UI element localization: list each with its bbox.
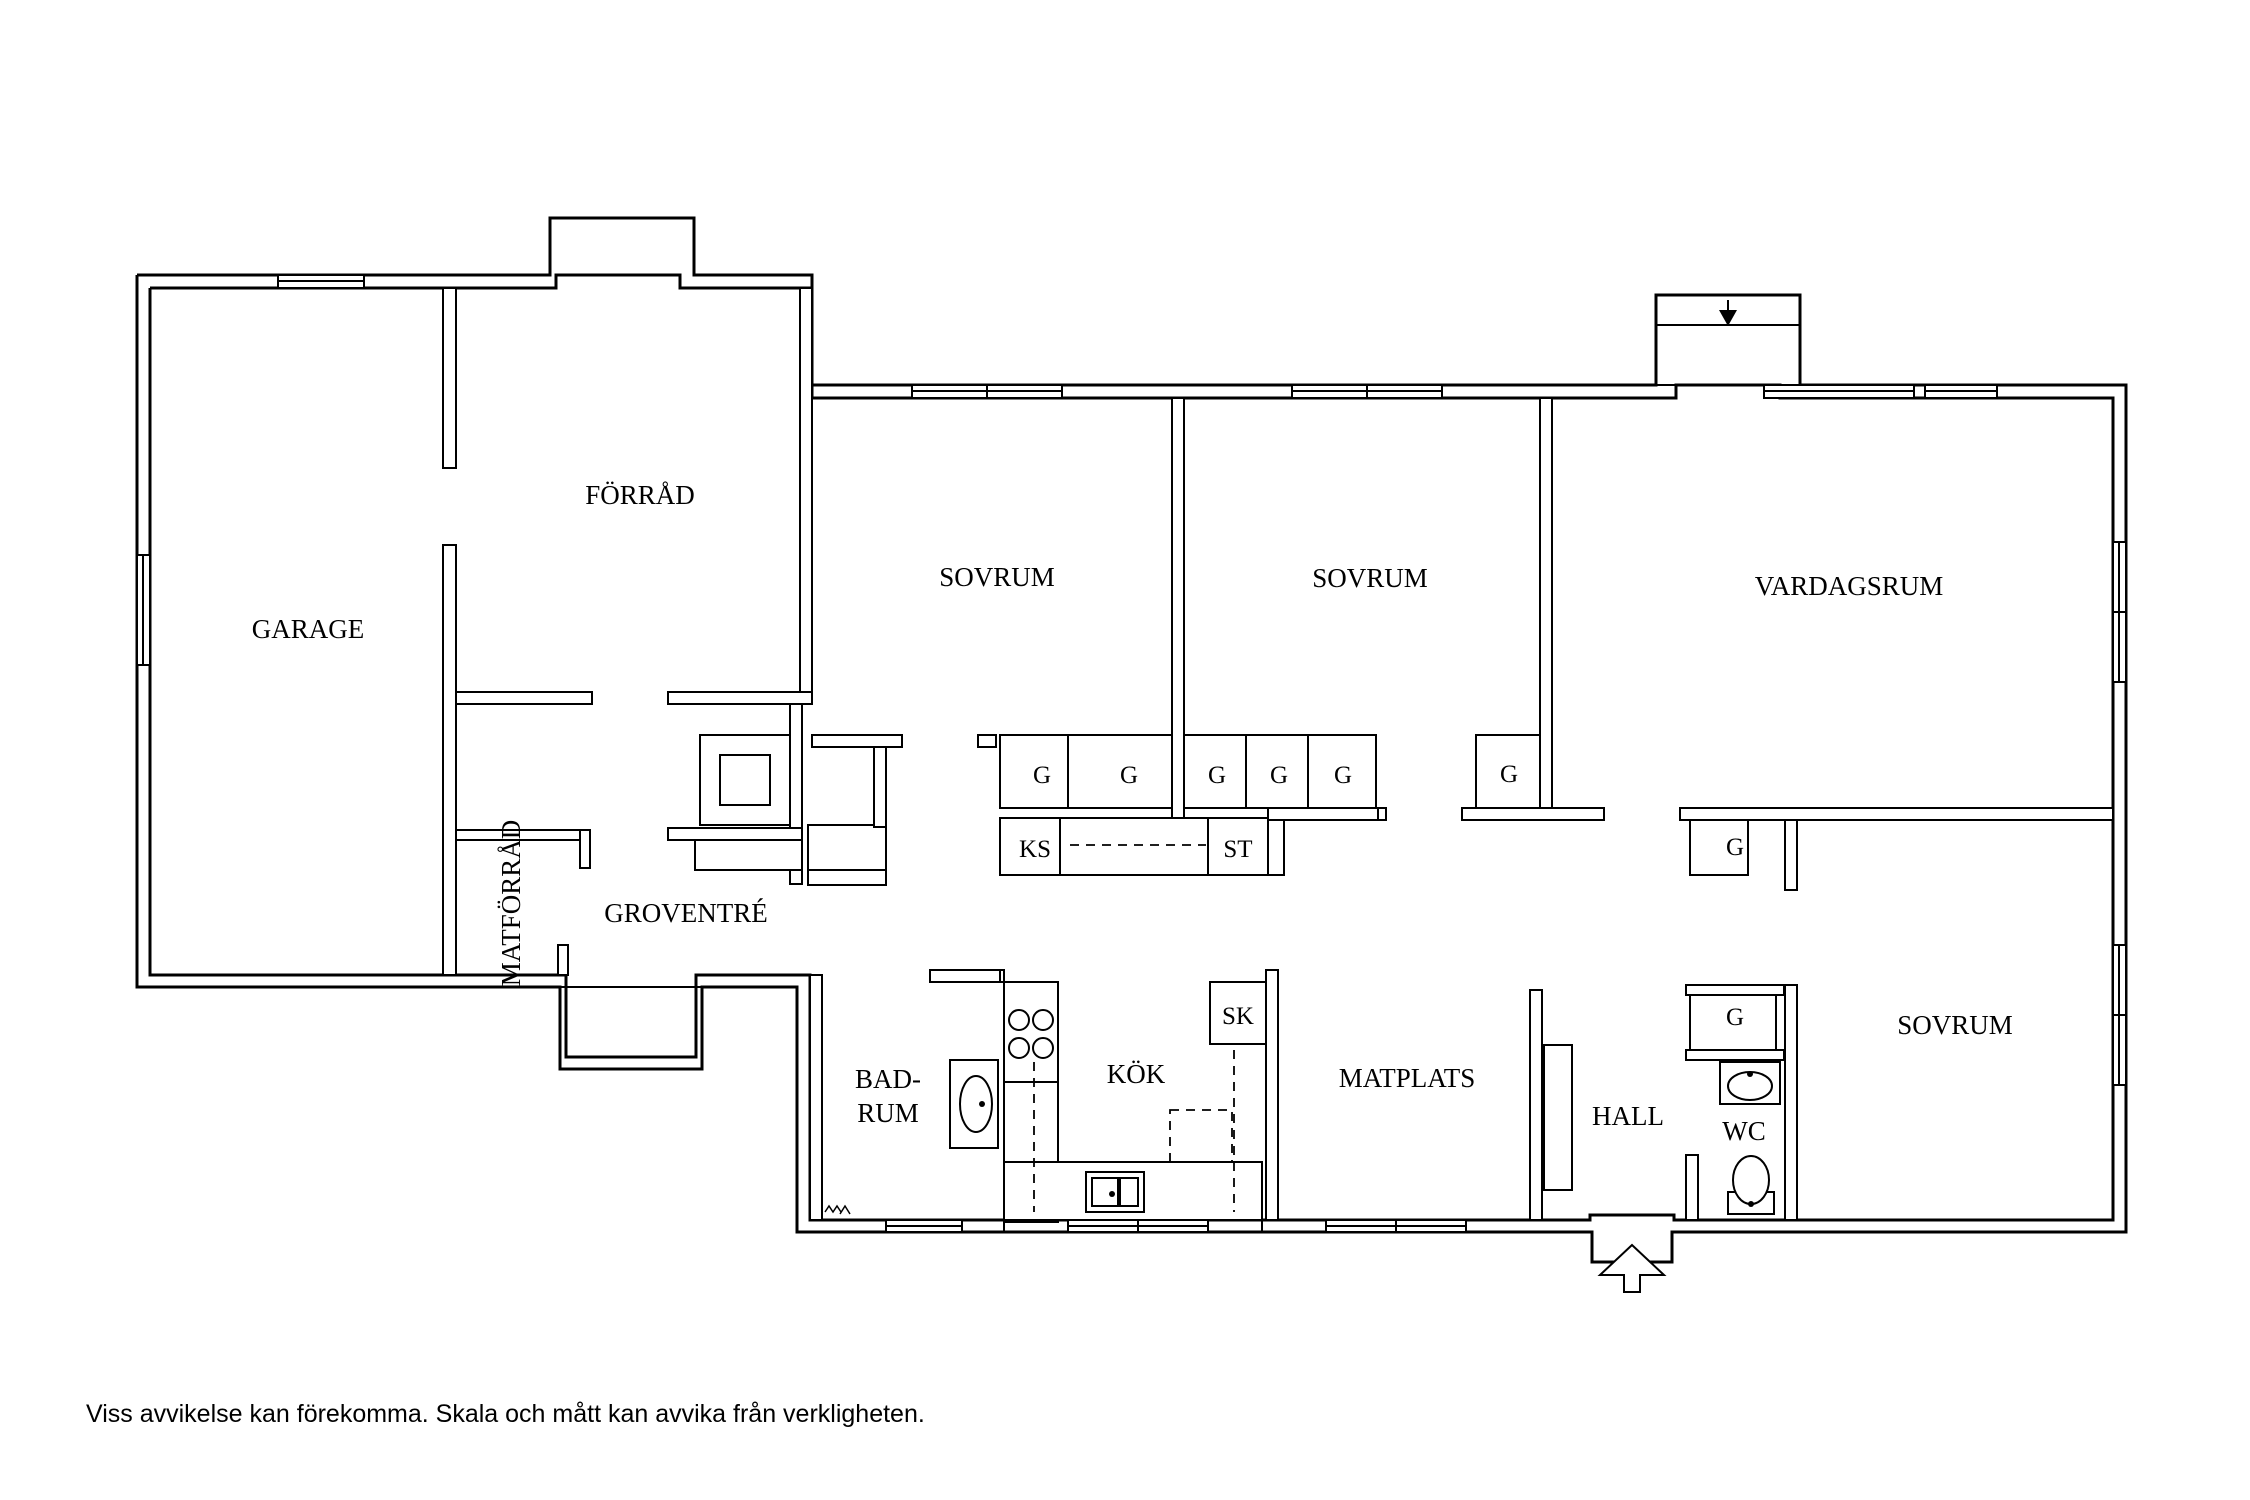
sink-icon bbox=[1085, 1171, 1145, 1213]
stove-unit-label: ST bbox=[1223, 836, 1252, 863]
room-label-badrum-line1: BAD- bbox=[855, 1064, 921, 1094]
stove-icon bbox=[1008, 1009, 1054, 1059]
floor-drain-icon bbox=[824, 1204, 851, 1215]
pantry-cabinet-label: SK bbox=[1222, 1003, 1254, 1030]
fridge-freezer-label: KS bbox=[1019, 836, 1051, 863]
wc-washbasin-icon bbox=[1719, 1061, 1781, 1105]
wardrobe-label: G bbox=[1208, 762, 1226, 789]
room-label-hall: HALL bbox=[1592, 1101, 1664, 1131]
kitchen bbox=[1003, 981, 1267, 1233]
windows bbox=[136, 274, 2127, 1233]
disclaimer-text: Viss avvikelse kan förekomma. Skala och … bbox=[86, 1400, 925, 1428]
room-label-garage: GARAGE bbox=[252, 614, 365, 644]
room-label-wc: WC bbox=[1722, 1116, 1766, 1146]
room-label-matplats: MATPLATS bbox=[1339, 1063, 1476, 1093]
wardrobe-label: G bbox=[1120, 762, 1138, 789]
wardrobe-label: G bbox=[1334, 762, 1352, 789]
room-label-groventre: GROVENTRÉ bbox=[604, 898, 768, 928]
room-labels: GARAGE FÖRRÅD MATFÖRRÅD GROVENTRÉ SOVRUM… bbox=[252, 480, 2013, 1146]
fixture-labels: G G G G G G G G KS ST SK bbox=[1019, 761, 1744, 1031]
kitchen-appliance-row bbox=[999, 807, 1379, 876]
room-label-kok: KÖK bbox=[1107, 1059, 1166, 1089]
toilet-icon bbox=[1727, 1155, 1775, 1215]
room-label-sovrum-2: SOVRUM bbox=[1312, 563, 1428, 593]
wardrobe-label: G bbox=[1500, 761, 1518, 788]
room-label-sovrum-3: SOVRUM bbox=[1897, 1010, 2013, 1040]
wardrobe-label: G bbox=[1033, 762, 1051, 789]
wardrobes bbox=[999, 734, 1777, 1051]
room-label-sovrum-1: SOVRUM bbox=[939, 562, 1055, 592]
chimney-arrow-icon bbox=[1719, 300, 1737, 326]
wardrobe-label: G bbox=[1726, 1004, 1744, 1031]
wardrobe-label: G bbox=[1270, 762, 1288, 789]
entrance-arrow-icon bbox=[1597, 1243, 1667, 1293]
room-label-vardagsrum: VARDAGSRUM bbox=[1755, 571, 1944, 601]
washbasin-icon bbox=[949, 1059, 999, 1149]
wardrobe-label: G bbox=[1726, 834, 1744, 861]
outer-walls bbox=[135, 216, 2128, 1264]
room-label-matforrad: MATFÖRRÅD bbox=[496, 820, 526, 987]
room-label-forrad: FÖRRÅD bbox=[585, 480, 695, 510]
room-label-badrum-line2: RUM bbox=[857, 1098, 919, 1128]
